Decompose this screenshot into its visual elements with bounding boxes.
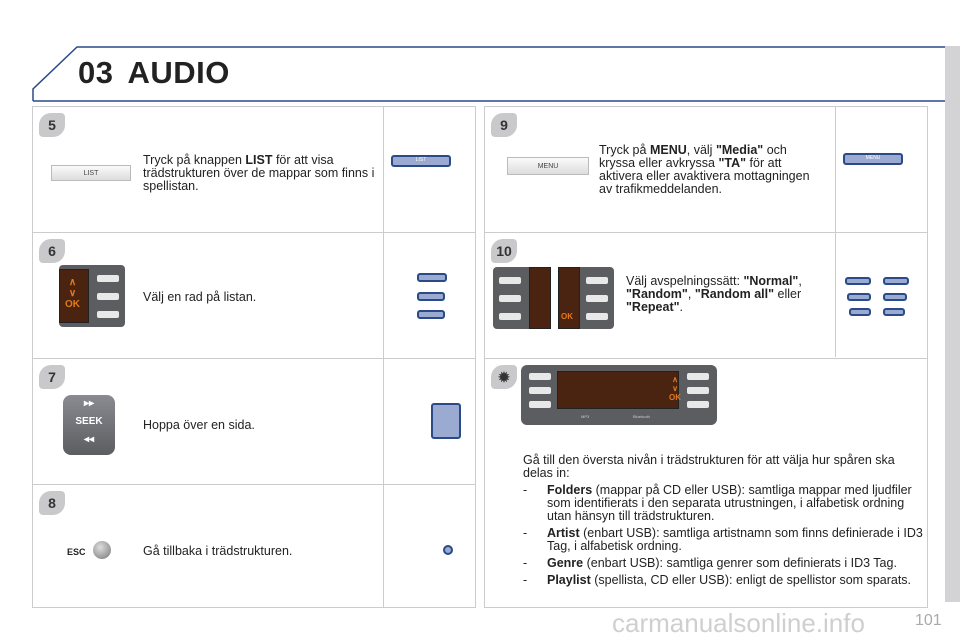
intro-text: Gå till den översta nivån i trädstruktur…: [523, 453, 895, 480]
illustration-column: [383, 107, 475, 607]
step-10: 10 OK Välj avspelningssätt: "Normal", "R…: [485, 233, 927, 359]
key-thumb: [417, 292, 445, 301]
key-thumb: [845, 277, 871, 285]
page-number: 101: [915, 612, 942, 629]
key-thumb: [883, 277, 909, 285]
menu-thumb: MENU: [843, 153, 903, 165]
bluetooth-label: Bluetooth: [633, 414, 650, 419]
list-item: -Playlist (spellista, CD eller USB): enl…: [523, 573, 912, 587]
step-text: Gå tillbaka i trädstrukturen.: [143, 544, 293, 558]
step-6: 6 ∧∨OK Välj en rad på listan.: [33, 233, 475, 359]
key-thumb: [883, 293, 907, 301]
step-number: 10: [491, 239, 517, 263]
esc-label: ESC: [67, 547, 86, 557]
list-button: LIST: [51, 165, 131, 181]
key-thumb: [849, 308, 871, 316]
key-thumb: [847, 293, 871, 301]
ok-label: OK: [561, 312, 573, 321]
up-down-ok-icon: ∧∨OK: [65, 277, 80, 310]
step-number: 8: [39, 491, 65, 515]
seek-thumb: [431, 403, 461, 439]
step-number: 9: [491, 113, 517, 137]
step-8: 8 ESC Gå tillbaka i trädstrukturen.: [33, 485, 475, 609]
key-thumb: [417, 273, 447, 282]
key-thumb: [883, 308, 905, 316]
seek-button: ▸▸SEEK◂◂: [63, 395, 115, 455]
chapter-header: [32, 46, 955, 102]
list-item: -Folders (mappar på CD eller USB): samtl…: [523, 483, 912, 523]
up-down-ok-icon: ∧∨OK: [669, 375, 681, 402]
step-text: Välj avspelningssätt: "Normal", "Random"…: [626, 274, 802, 314]
step-number: 6: [39, 239, 65, 263]
step-9: 9 MENU Tryck på MENU, välj "Media" och k…: [485, 107, 927, 233]
right-panel: 9 MENU Tryck på MENU, välj "Media" och k…: [484, 106, 928, 608]
settings-light-icon: ✹: [491, 365, 517, 389]
esc-button: [93, 541, 111, 559]
list-thumb: LIST: [391, 155, 451, 167]
key-thumb: [417, 310, 445, 319]
mp3-label: MP3: [581, 414, 590, 419]
audio-display-panel: ∧∨OK MP3 Bluetooth: [521, 365, 717, 425]
list-item: -Genre (enbart USB): samtliga genrer som…: [523, 556, 897, 570]
step-text: Välj en rad på listan.: [143, 290, 257, 304]
side-tab: [945, 46, 960, 602]
left-keypad: [493, 267, 551, 329]
settings-section: ✹ ∧∨OK MP3 Bluetooth Gå till den översta…: [485, 359, 927, 609]
step-7: 7 ▸▸SEEK◂◂ Hoppa över en sida.: [33, 359, 475, 485]
step-text: Hoppa över en sida.: [143, 418, 255, 432]
settings-list: Gå till den översta nivån i trädstruktur…: [523, 454, 923, 591]
right-keypad: OK: [558, 267, 614, 329]
step-number: 5: [39, 113, 65, 137]
left-panel: 5 LIST Tryck på knappen LIST för att vis…: [32, 106, 476, 608]
navigation-keypad: ∧∨OK: [59, 265, 125, 327]
step-5: 5 LIST Tryck på knappen LIST för att vis…: [33, 107, 475, 233]
list-item: -Artist (enbart USB): samtliga artistnam…: [523, 526, 923, 553]
watermark: carmanualsonline.info: [612, 608, 865, 638]
step-number: 7: [39, 365, 65, 389]
esc-thumb: [443, 545, 453, 555]
step-text: Tryck på knappen LIST för att visa träds…: [143, 153, 375, 193]
menu-button: MENU: [507, 157, 589, 175]
step-text: Tryck på MENU, välj "Media" och kryssa e…: [599, 143, 810, 196]
